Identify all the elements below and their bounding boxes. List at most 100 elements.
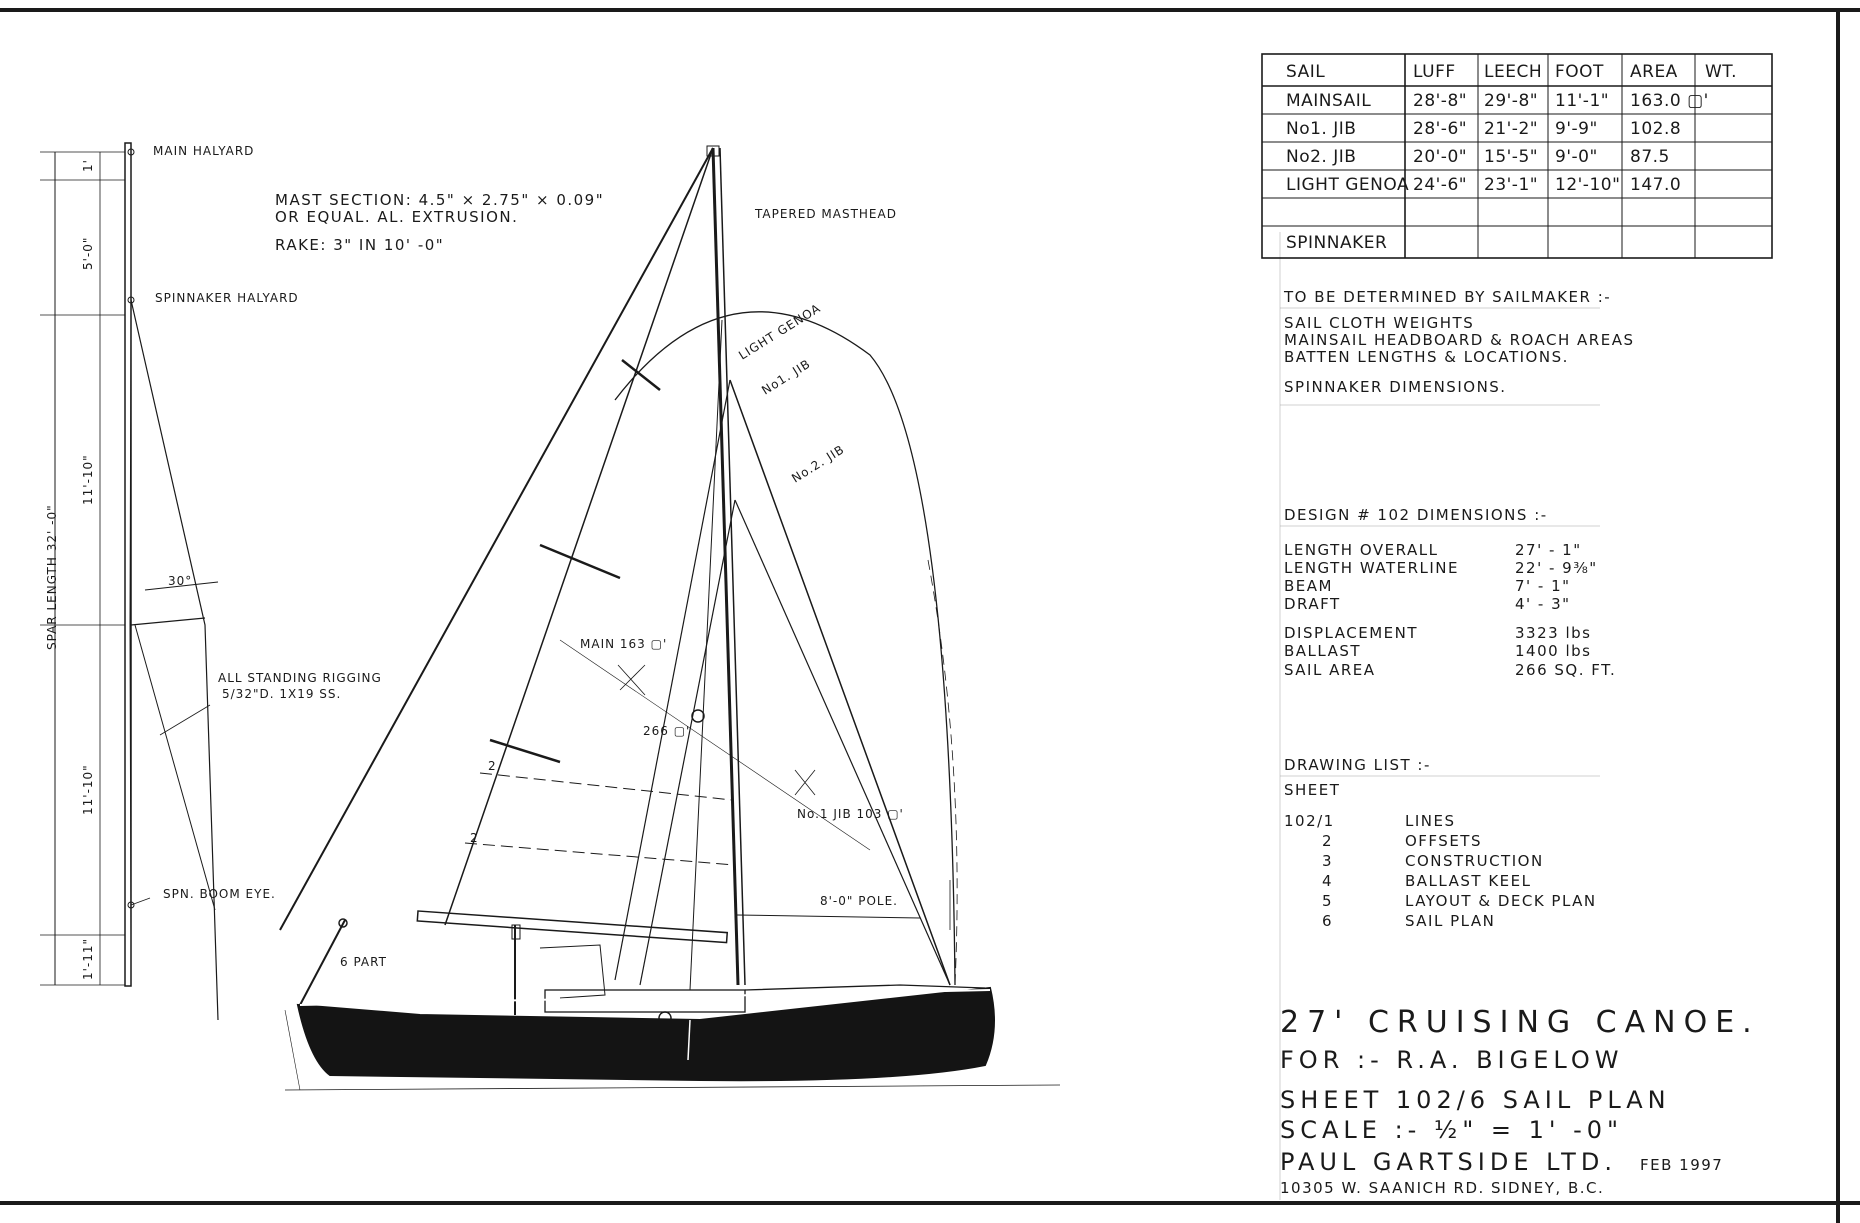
sailmaker-notes: TO BE DETERMINED BY SAILMAKER :- SAIL CL… bbox=[1283, 288, 1635, 396]
sail-plan-labels: TAPERED MASTHEAD LIGHT GENOA No1. JIB No… bbox=[340, 207, 904, 969]
dimension-label: LENGTH WATERLINE bbox=[1284, 559, 1459, 577]
sail-table: SAIL LUFF LEECH FOOT AREA WT. MAINSAIL 2… bbox=[1286, 62, 1737, 253]
drawing-number: 4 bbox=[1322, 872, 1333, 890]
drawing-date: FEB 1997 bbox=[1640, 1156, 1723, 1174]
table-header-wt: WT. bbox=[1705, 62, 1737, 82]
table-cell: 24'-6" bbox=[1413, 175, 1467, 195]
drawing-number: 102/1 bbox=[1284, 812, 1335, 830]
dimension-value: 7' - 1" bbox=[1515, 577, 1571, 595]
table-cell: SPINNAKER bbox=[1286, 233, 1387, 253]
sail-plan bbox=[279, 145, 1061, 1091]
drawing-number: 2 bbox=[1322, 832, 1333, 850]
dimension-value: 1400 lbs bbox=[1515, 642, 1591, 660]
dimension-value: 22' - 9⅜" bbox=[1515, 559, 1598, 577]
drawing-list-heading: DRAWING LIST :- bbox=[1284, 756, 1431, 774]
angle-label: 30° bbox=[168, 574, 192, 588]
sheer-line bbox=[299, 989, 991, 1006]
dimension-label: BEAM bbox=[1284, 577, 1333, 595]
rake-note: RAKE: 3" IN 10' -0" bbox=[275, 236, 444, 254]
dimension-label: LENGTH OVERALL bbox=[1284, 541, 1438, 559]
total-area-label: 266 ▢' bbox=[643, 724, 690, 738]
table-cell: 28'-8" bbox=[1413, 91, 1467, 111]
design-dimensions: DESIGN # 102 DIMENSIONS :- LENGTH OVERAL… bbox=[1284, 506, 1616, 679]
table-header-leech: LEECH bbox=[1484, 62, 1542, 82]
table-cell: 102.8 bbox=[1630, 119, 1681, 139]
sheet-border bbox=[0, 8, 1860, 1223]
spar-diagram bbox=[40, 142, 219, 1021]
drawing-title: 27' CRUISING CANOE. bbox=[1280, 1005, 1760, 1040]
scale-line: SCALE :- ½" = 1' -0" bbox=[1280, 1116, 1623, 1144]
spar-dim-11a: 11'-10" bbox=[81, 454, 95, 505]
drawing-name: CONSTRUCTION bbox=[1405, 852, 1544, 870]
drawing-number: 3 bbox=[1322, 852, 1333, 870]
sailmaker-item: BATTEN LENGTHS & LOCATIONS. bbox=[1284, 348, 1569, 366]
drawing-name: BALLAST KEEL bbox=[1405, 872, 1531, 890]
sheet-line: SHEET 102/6 SAIL PLAN bbox=[1280, 1086, 1671, 1114]
table-cell: 21'-2" bbox=[1484, 119, 1538, 139]
table-cell: 9'-0" bbox=[1555, 147, 1598, 167]
table-cell: 147.0 bbox=[1630, 175, 1681, 195]
spar-labels: MAIN HALYARD SPINNAKER HALYARD ALL STAND… bbox=[45, 144, 382, 980]
no1-jib-area-label: No.1 JIB 103 ▢' bbox=[797, 807, 904, 821]
dimension-label: DISPLACEMENT bbox=[1284, 624, 1418, 642]
dimension-value: 3323 lbs bbox=[1515, 624, 1591, 642]
table-header-area: AREA bbox=[1630, 62, 1678, 82]
table-cell: LIGHT GENOA bbox=[1286, 175, 1409, 195]
reef2-label: 2 bbox=[470, 831, 479, 845]
tapered-masthead-label: TAPERED MASTHEAD bbox=[754, 207, 897, 221]
spinnaker-halyard-label: SPINNAKER HALYARD bbox=[155, 291, 299, 305]
mast-section-line2: OR EQUAL. AL. EXTRUSION. bbox=[275, 208, 518, 226]
six-part-label: 6 PART bbox=[340, 955, 387, 969]
mast-section-notes: MAST SECTION: 4.5" × 2.75" × 0.09" OR EQ… bbox=[275, 191, 604, 254]
table-cell: No1. JIB bbox=[1286, 119, 1356, 139]
table-cell: 12'-10" bbox=[1555, 175, 1620, 195]
dimension-value: 4' - 3" bbox=[1515, 595, 1571, 613]
table-cell: 11'-1" bbox=[1555, 91, 1609, 111]
table-cell: 20'-0" bbox=[1413, 147, 1467, 167]
drawing-list: DRAWING LIST :- SHEET 102/1 LINES 2 OFFS… bbox=[1284, 756, 1597, 930]
spar-length-label: SPAR LENGTH 32' -0" bbox=[45, 504, 59, 650]
reef1-label: 2 bbox=[488, 759, 497, 773]
table-header-luff: LUFF bbox=[1413, 62, 1456, 82]
firm-address: 10305 W. SAANICH RD. SIDNEY, B.C. bbox=[1280, 1179, 1604, 1197]
table-cell: 28'-6" bbox=[1413, 119, 1467, 139]
sailmaker-item: SPINNAKER DIMENSIONS. bbox=[1284, 378, 1507, 396]
spar-dim-11b: 11'-10" bbox=[81, 764, 95, 815]
sailmaker-heading: TO BE DETERMINED BY SAILMAKER :- bbox=[1283, 288, 1611, 306]
dimension-value: 27' - 1" bbox=[1515, 541, 1582, 559]
main-halyard-label: MAIN HALYARD bbox=[153, 144, 254, 158]
drawing-number: 6 bbox=[1322, 912, 1333, 930]
drawing-name: OFFSETS bbox=[1405, 832, 1482, 850]
spar-dim-top: 1' bbox=[81, 159, 95, 172]
table-cell: 23'-1" bbox=[1484, 175, 1538, 195]
drawing-name: LAYOUT & DECK PLAN bbox=[1405, 892, 1597, 910]
firm-name: PAUL GARTSIDE LTD. bbox=[1280, 1148, 1617, 1176]
table-cell: No2. JIB bbox=[1286, 147, 1356, 167]
sailmaker-item: SAIL CLOTH WEIGHTS bbox=[1284, 314, 1474, 332]
dimension-label: DRAFT bbox=[1284, 595, 1341, 613]
sailmaker-item: MAINSAIL HEADBOARD & ROACH AREAS bbox=[1284, 331, 1635, 349]
dimension-value: 266 SQ. FT. bbox=[1515, 661, 1616, 679]
hull bbox=[296, 986, 995, 1082]
drawing-list-sheet-label: SHEET bbox=[1284, 781, 1340, 799]
no1-jib-label: No1. JIB bbox=[759, 357, 813, 398]
spar-dim-bottom: 1'-11" bbox=[81, 938, 95, 980]
dimension-label: BALLAST bbox=[1284, 642, 1361, 660]
table-cell: 29'-8" bbox=[1484, 91, 1538, 111]
table-cell: 9'-9" bbox=[1555, 119, 1598, 139]
table-header-sail: SAIL bbox=[1286, 62, 1325, 82]
standing-rigging-label: ALL STANDING RIGGING bbox=[218, 671, 382, 685]
table-cell: 87.5 bbox=[1630, 147, 1670, 167]
client-line: FOR :- R.A. BIGELOW bbox=[1280, 1046, 1624, 1074]
spar-dim-5: 5'-0" bbox=[81, 237, 95, 270]
guide-lines bbox=[1279, 232, 1600, 1200]
sail-table-grid bbox=[1261, 53, 1773, 259]
title-block: 27' CRUISING CANOE. FOR :- R.A. BIGELOW … bbox=[1280, 1005, 1760, 1197]
table-header-foot: FOOT bbox=[1555, 62, 1604, 82]
pole-label: 8'-0" POLE. bbox=[820, 894, 898, 908]
table-cell: 15'-5" bbox=[1484, 147, 1538, 167]
drawing-name: LINES bbox=[1405, 812, 1456, 830]
drawing-name: SAIL PLAN bbox=[1405, 912, 1495, 930]
light-genoa-label: LIGHT GENOA bbox=[736, 301, 823, 363]
mast-section-line1: MAST SECTION: 4.5" × 2.75" × 0.09" bbox=[275, 191, 604, 209]
